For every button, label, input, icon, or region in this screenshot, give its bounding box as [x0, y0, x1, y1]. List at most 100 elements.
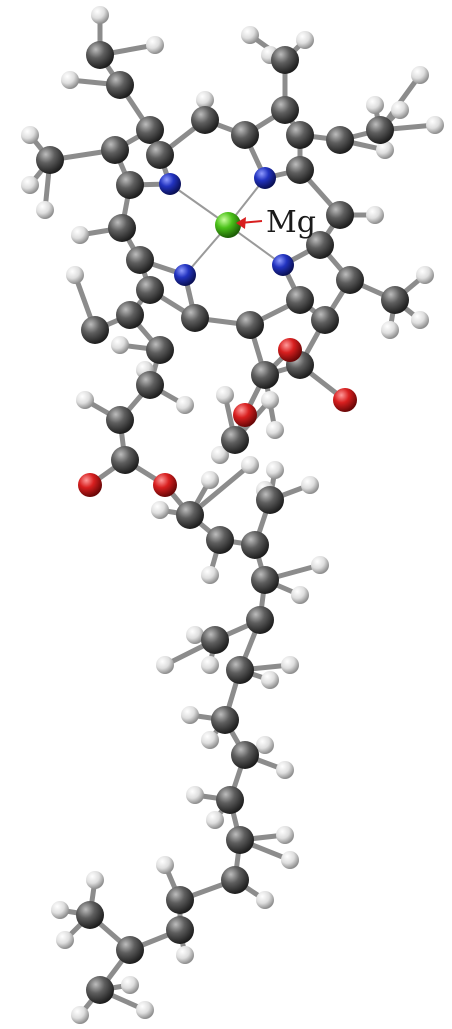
nitrogen-atom [174, 264, 196, 286]
carbon-atom [336, 266, 364, 294]
hydrogen-atom [146, 36, 164, 54]
magnesium-atom [215, 212, 241, 238]
nitrogen-atom [159, 173, 181, 195]
carbon-atom [181, 304, 209, 332]
mg-pointer-arrowhead [236, 217, 246, 229]
carbon-atom [136, 116, 164, 144]
hydrogen-atom [151, 501, 169, 519]
carbon-atom [226, 656, 254, 684]
carbon-atom [166, 916, 194, 944]
hydrogen-atom [176, 946, 194, 964]
carbon-atom [216, 786, 244, 814]
carbon-atom [86, 41, 114, 69]
carbon-atom [236, 311, 264, 339]
hydrogen-atom [261, 391, 279, 409]
hydrogen-atom [76, 391, 94, 409]
carbon-atom [381, 286, 409, 314]
carbon-atom [146, 141, 174, 169]
oxygen-atom [233, 403, 257, 427]
hydrogen-atom [36, 201, 54, 219]
carbon-atom [126, 246, 154, 274]
carbon-atom [306, 231, 334, 259]
carbon-atom [136, 276, 164, 304]
hydrogen-atom [261, 671, 279, 689]
carbon-atom [286, 156, 314, 184]
oxygen-atom [333, 388, 357, 412]
hydrogen-atom [21, 126, 39, 144]
carbon-atom [116, 936, 144, 964]
carbon-atom [251, 361, 279, 389]
hydrogen-atom [206, 811, 224, 829]
nitrogen-atom [272, 254, 294, 276]
hydrogen-atom [241, 456, 259, 474]
carbon-atom [231, 741, 259, 769]
hydrogen-atom [276, 826, 294, 844]
carbon-atom [226, 826, 254, 854]
hydrogen-atom [61, 71, 79, 89]
oxygen-atom [153, 473, 177, 497]
hydrogen-atom [201, 566, 219, 584]
carbon-atom [326, 201, 354, 229]
carbon-atom [286, 286, 314, 314]
hydrogen-atom [291, 586, 309, 604]
mg-annotation: Mg [236, 205, 316, 240]
carbon-atom [311, 306, 339, 334]
oxygen-atom [78, 473, 102, 497]
carbon-atom [81, 316, 109, 344]
hydrogen-atom [381, 321, 399, 339]
hydrogen-atom [186, 786, 204, 804]
hydrogen-atom [276, 761, 294, 779]
carbon-atom [76, 901, 104, 929]
hydrogen-atom [296, 31, 314, 49]
hydrogen-atom [366, 206, 384, 224]
carbon-atom [366, 116, 394, 144]
hydrogen-atom [156, 856, 174, 874]
hydrogen-atom [91, 6, 109, 24]
hydrogen-atom [71, 1006, 89, 1024]
carbon-atom [106, 71, 134, 99]
carbon-atom [211, 706, 239, 734]
hydrogen-atom [66, 266, 84, 284]
hydrogen-atom [196, 91, 214, 109]
hydrogen-atom [281, 851, 299, 869]
carbon-atom [221, 426, 249, 454]
hydrogen-atom [181, 706, 199, 724]
hydrogen-atom [211, 446, 229, 464]
carbon-atom [36, 146, 64, 174]
oxygen-atom [278, 338, 302, 362]
carbon-atom [166, 886, 194, 914]
hydrogen-atom [156, 656, 174, 674]
carbon-atom [101, 136, 129, 164]
hydrogen-atom [56, 931, 74, 949]
hydrogen-atom [301, 476, 319, 494]
hydrogen-atom [411, 66, 429, 84]
carbon-atom [231, 121, 259, 149]
hydrogen-atom [186, 626, 204, 644]
hydrogen-atom [311, 556, 329, 574]
hydrogen-atom [391, 101, 409, 119]
hydrogen-atom [51, 901, 69, 919]
mg-label: Mg [266, 205, 316, 240]
carbon-atom [246, 606, 274, 634]
carbon-atom [116, 301, 144, 329]
hydrogen-atom [71, 226, 89, 244]
hydrogen-atom [136, 1001, 154, 1019]
hydrogen-atom [201, 656, 219, 674]
hydrogen-atom [176, 396, 194, 414]
hydrogen-atom [216, 386, 234, 404]
carbon-atom [241, 531, 269, 559]
hydrogen-atom [426, 116, 444, 134]
hydrogen-atom [266, 461, 284, 479]
carbon-atom [136, 371, 164, 399]
carbon-atom [271, 96, 299, 124]
carbon-atom [286, 121, 314, 149]
hydrogen-atom [241, 26, 259, 44]
carbon-atom [256, 486, 284, 514]
hydrogen-atom [376, 141, 394, 159]
hydrogen-atom [201, 471, 219, 489]
hydrogen-atom [281, 656, 299, 674]
hydrogen-atom [256, 891, 274, 909]
hydrogen-atom [201, 731, 219, 749]
hydrogen-atom [21, 176, 39, 194]
